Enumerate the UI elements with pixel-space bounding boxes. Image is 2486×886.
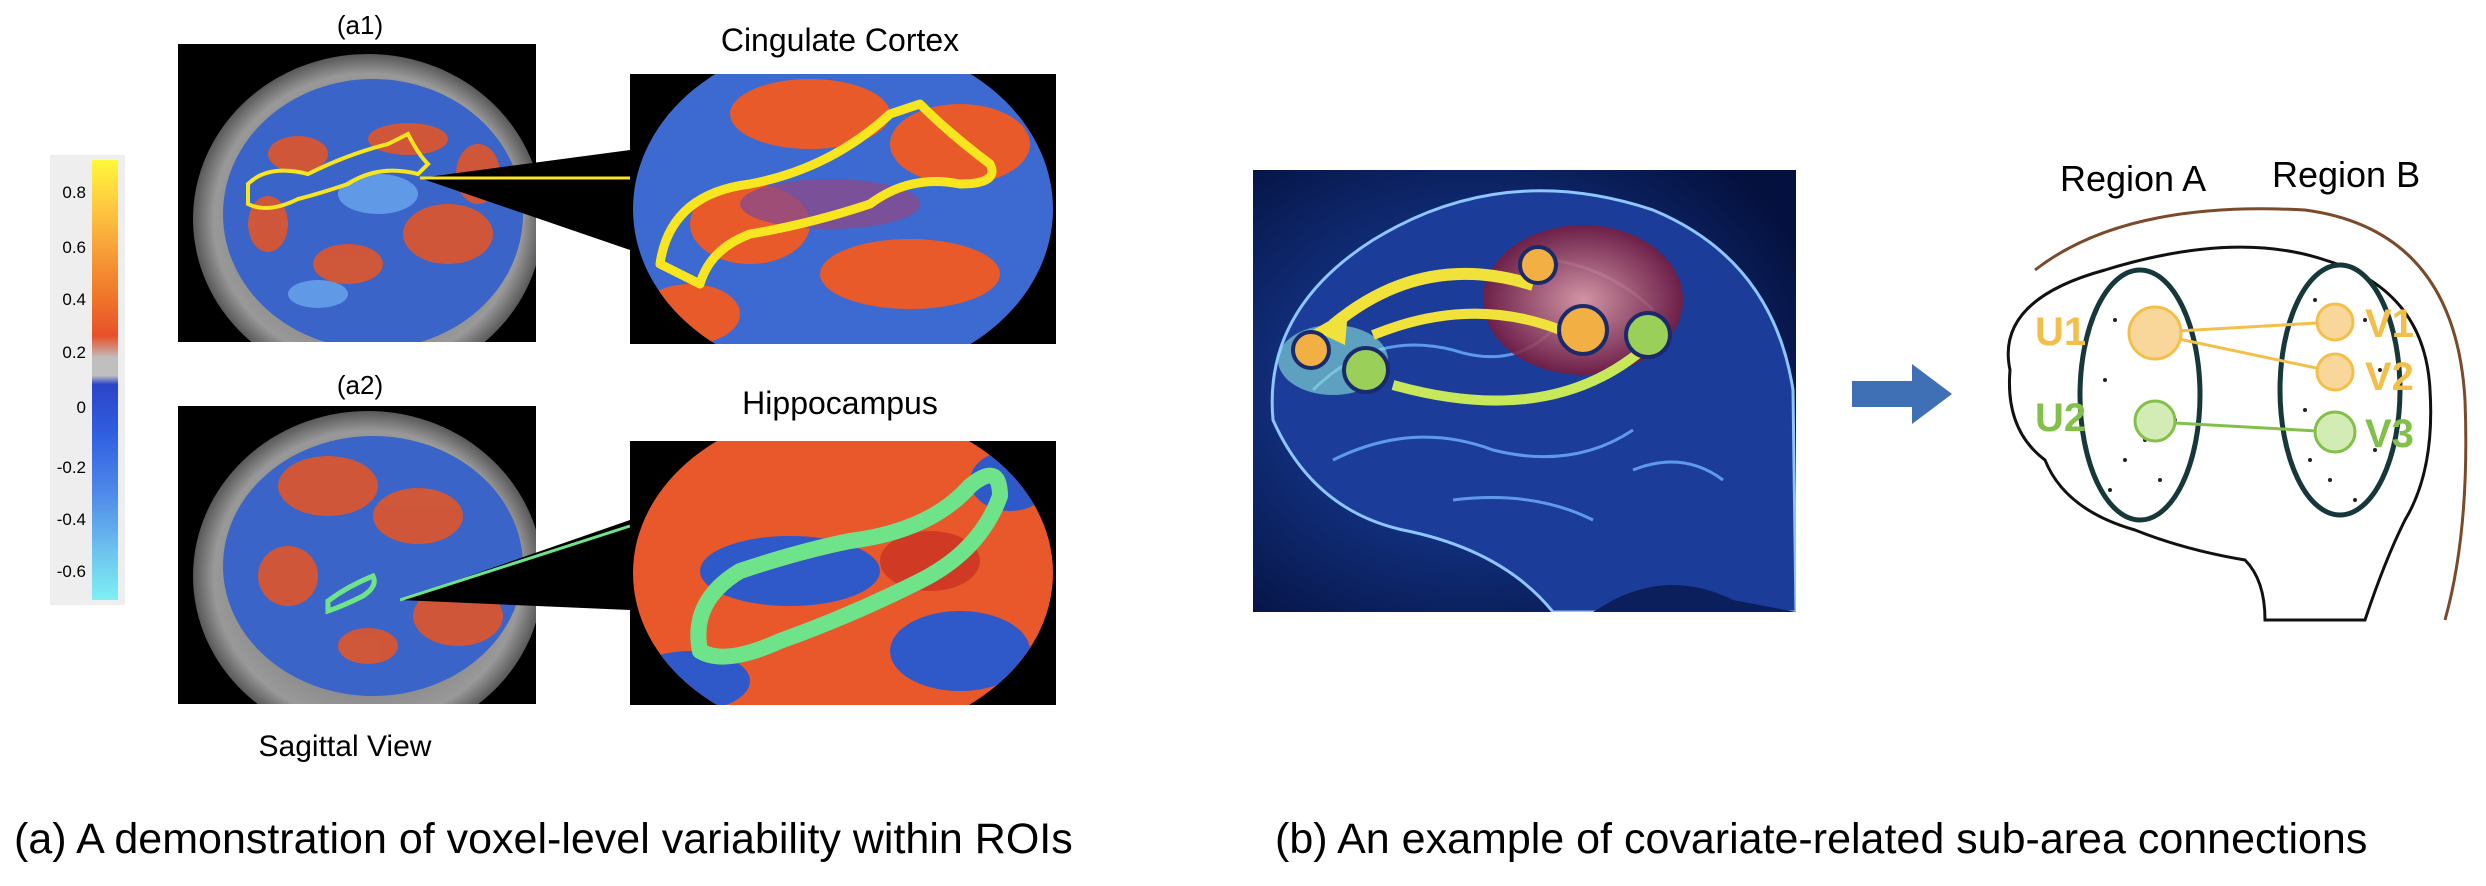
colorbar-tick: 0.6 [62,238,86,257]
subpanel-label-a1: (a1) [336,10,384,40]
region-a-label: Region A [2060,158,2207,199]
node-label-v2: V2 [2365,355,2414,399]
zoom-hippocampus [630,441,1056,705]
right-arrow-icon [1852,364,1952,424]
node-label-u1: U1 [2035,310,2087,354]
caption-b: (b) An example of covariate-related sub-… [1275,815,2368,863]
sagittal-mri-a2 [178,406,536,704]
colorbar-tick: -0.2 [56,458,86,477]
roi2-title: Hippocampus [742,385,938,421]
zoom-connector-a2 [400,520,631,610]
node-label-v3: V3 [2365,412,2414,456]
sagittal-view-label: Sagittal View [258,730,432,763]
node-label-v1: V1 [2365,302,2414,346]
subpanel-label-a2: (a2) [336,370,384,400]
brain-schematic [2006,207,2468,622]
colorbar-tick: 0.8 [62,183,86,202]
zoom-connector-a1 [420,150,630,250]
caption-a: (a) A demonstration of voxel-level varia… [14,815,1073,863]
colorbar-gradient [92,160,118,600]
colorbar-tick: 0.2 [62,343,86,362]
colorbar-tick: -0.4 [56,510,86,529]
region-b-label: Region B [2272,154,2421,195]
node-label-u2: U2 [2035,396,2087,440]
colorbar-tick: 0 [76,398,86,417]
roi1-title: Cingulate Cortex [720,22,960,58]
brain-illustration [1253,170,1796,612]
zoom-cingulate [630,74,1056,344]
colorbar-tick: 0.4 [62,290,86,309]
colorbar-tick: -0.6 [56,562,86,581]
